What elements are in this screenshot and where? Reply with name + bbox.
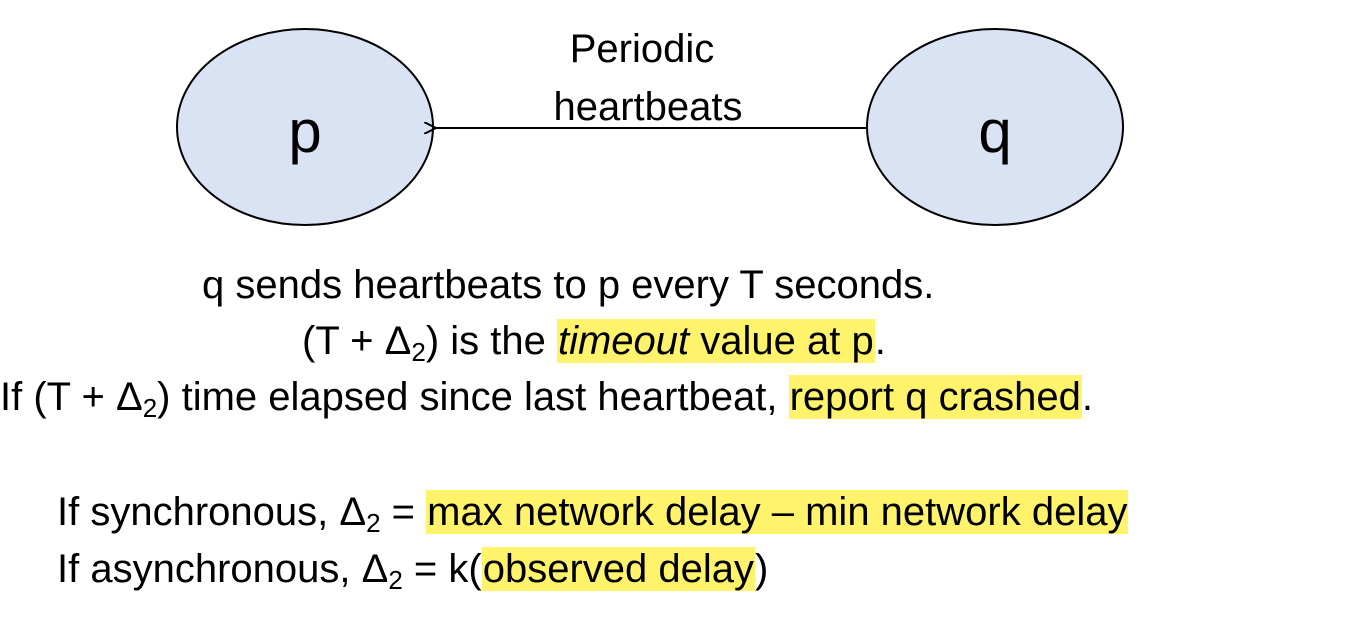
edge-label-line2: heartbeats [553,85,742,129]
line-heartbeat-period: q sends heartbeats to p every T seconds. [202,263,935,307]
highlight-observed-delay: observed delay [481,547,755,591]
line-synchronous: If synchronous, Δ2 = max network delay –… [57,490,1129,538]
edge-label-line1: Periodic [570,27,715,71]
line-asynchronous: If asynchronous, Δ2 = k(observed delay) [57,547,769,595]
node-p-label: p [288,98,321,165]
line-report-crash: If (T + Δ2) time elapsed since last hear… [0,375,1094,423]
heartbeat-diagram: p q Periodic heartbeats [176,27,1124,226]
highlight-delay-difference: max network delay – min network delay [426,490,1129,534]
node-q-label: q [978,98,1011,165]
line-timeout-value: (T + Δ2) is the timeout value at p. [302,319,886,367]
highlight-report-crashed: report q crashed [788,375,1082,419]
highlight-timeout: timeout value at p [556,319,875,363]
node-q-ellipse [866,28,1124,226]
